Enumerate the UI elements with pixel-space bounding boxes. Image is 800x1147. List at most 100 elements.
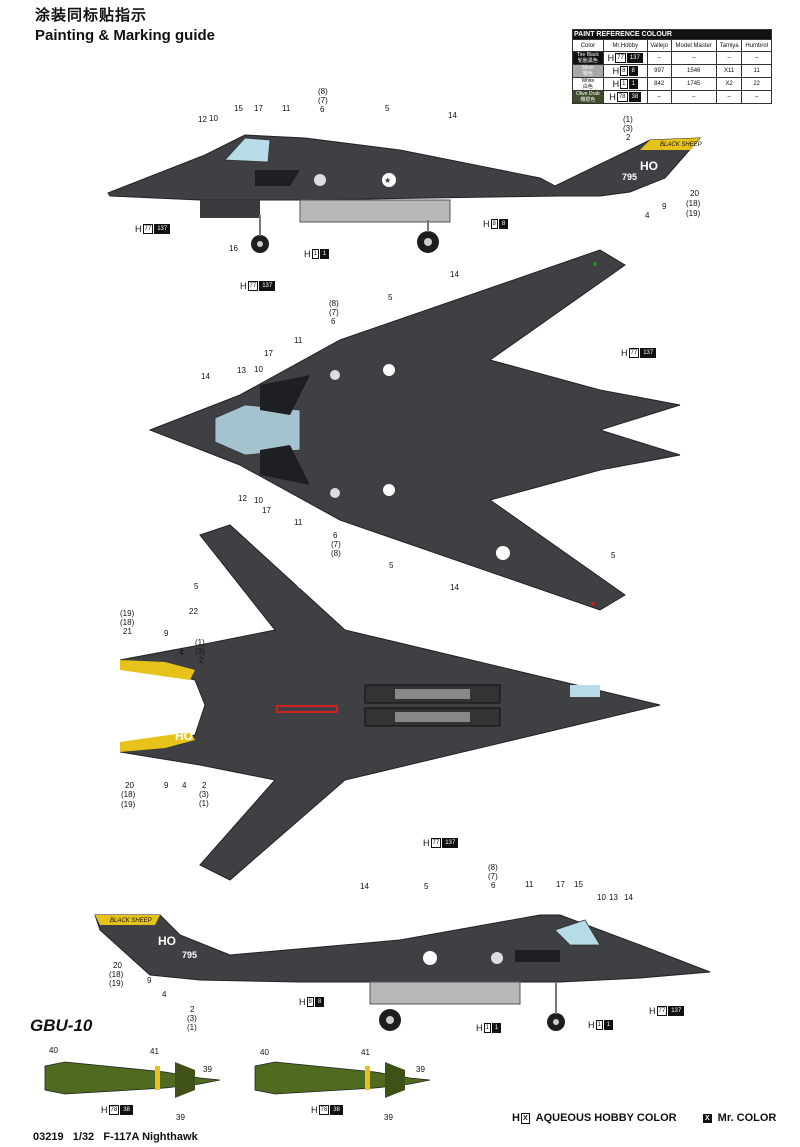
- svg-text:HO: HO: [158, 934, 176, 948]
- ref-13-s2: 13: [609, 893, 618, 902]
- ref-11: 11: [282, 104, 291, 113]
- ref-9-s2: 9: [147, 976, 152, 985]
- kit-number: 03219: [33, 1131, 64, 1143]
- cell: –: [715, 90, 743, 104]
- ref-p7-top-b: (7): [331, 540, 341, 549]
- ref-p3-b: (3): [195, 647, 205, 656]
- ref-11-top: 11: [294, 336, 303, 345]
- ref-5-s2: 5: [424, 882, 429, 891]
- ref-4: 4: [645, 211, 650, 220]
- ref-p1-s2: (1): [187, 1023, 197, 1032]
- ref-12: 12: [198, 115, 207, 124]
- gbu10-bomb-2: [254, 1061, 431, 1098]
- ref-11-top-b: 11: [294, 518, 303, 527]
- legend-mr-symbol: X: [703, 1113, 712, 1123]
- ref-p19: (19): [686, 209, 701, 218]
- ref-17-s2: 17: [556, 880, 565, 889]
- ref-p3: (3): [623, 124, 633, 133]
- kit-scale: 1/32: [72, 1131, 95, 1143]
- svg-text:BLACK SHEEP: BLACK SHEEP: [110, 918, 152, 924]
- ref-39-a: 39: [203, 1065, 212, 1074]
- ref-12-top: 12: [238, 494, 247, 503]
- svg-text:★: ★: [384, 176, 391, 185]
- side-view-left: BLACK SHEEP HO 795 ★: [107, 134, 702, 253]
- cell: –: [715, 51, 743, 65]
- ref-p19-b2: (19): [121, 800, 136, 809]
- cell: –: [646, 90, 672, 104]
- top-view: [148, 249, 681, 611]
- ref-5: 5: [385, 104, 390, 113]
- kit-name: F-117A Nighthawk: [103, 1131, 198, 1143]
- ref-20-s2: 20: [113, 961, 122, 970]
- cell: –: [741, 90, 772, 104]
- ref-5-top-b: 5: [389, 561, 394, 570]
- bottom-view: HO HO: [119, 524, 661, 881]
- ref-40-a: 40: [49, 1046, 58, 1055]
- ref-10-top: 10: [254, 365, 263, 374]
- paint-reference-table: PAINT REFERENCE COLOUR Color Mr.Hobby Va…: [572, 29, 772, 104]
- ref-14-s2b: 14: [624, 893, 633, 902]
- ref-14-top: 14: [450, 270, 459, 279]
- tail-band-text: BLACK SHEEP: [660, 142, 702, 148]
- ref-p7: (7): [318, 96, 328, 105]
- page-header: 涂装同标贴指示 Painting & Marking guide: [35, 4, 215, 44]
- ref-4-b2: 4: [182, 781, 187, 790]
- ref-p3-s2: (3): [187, 1014, 197, 1023]
- ref-p3-b2: (3): [199, 790, 209, 799]
- ref-41-a: 41: [150, 1047, 159, 1056]
- ref-10-s2: 10: [597, 893, 606, 902]
- ref-p18: (18): [686, 199, 701, 208]
- ref-p1-b2: (1): [199, 799, 209, 808]
- legend-aqueous: H X AQUEOUS HOBBY COLOR: [512, 1112, 677, 1124]
- ref-p18-b2: (18): [121, 790, 136, 799]
- ref-10-top-b: 10: [254, 496, 263, 505]
- ref-6: 6: [320, 105, 325, 114]
- gbu10-title: GBU-10: [30, 1016, 93, 1035]
- ref-2-b2: 2: [202, 781, 207, 790]
- ref-14-s2: 14: [360, 882, 369, 891]
- cell: –: [670, 90, 717, 104]
- svg-text:HO: HO: [175, 679, 193, 693]
- tail-code-text: HO: [640, 159, 658, 173]
- legend-aqueous-symbol: H: [512, 1112, 520, 1124]
- ref-p18-s2: (18): [109, 970, 124, 979]
- ref-13-top: 13: [237, 366, 246, 375]
- ref-10: 10: [209, 114, 218, 123]
- ref-5-bottom: 5: [194, 582, 199, 591]
- ref-6-top: 6: [331, 317, 336, 326]
- svg-text:795: 795: [182, 950, 197, 960]
- ref-20: 20: [690, 189, 699, 198]
- ref-5-top: 5: [388, 293, 393, 302]
- ref-41-b: 41: [361, 1048, 370, 1057]
- ref-9-b2: 9: [164, 781, 169, 790]
- title-chinese: 涂装同标贴指示: [35, 7, 148, 24]
- ref-2-s2: 2: [190, 1005, 195, 1014]
- ref-p19-s2: (19): [109, 979, 124, 988]
- ref-14-top-left: 14: [201, 372, 210, 381]
- legend-mr-label: Mr. COLOR: [717, 1112, 777, 1124]
- ref-2-b: 2: [199, 656, 204, 665]
- ref-17-top: 17: [264, 349, 273, 358]
- ref-5-top-wing: 5: [611, 551, 616, 560]
- ref-39-a2: 39: [176, 1113, 185, 1122]
- ref-4-s2: 4: [162, 990, 167, 999]
- ref-p8-top-b: (8): [331, 549, 341, 558]
- ref-11-s2: 11: [525, 880, 534, 889]
